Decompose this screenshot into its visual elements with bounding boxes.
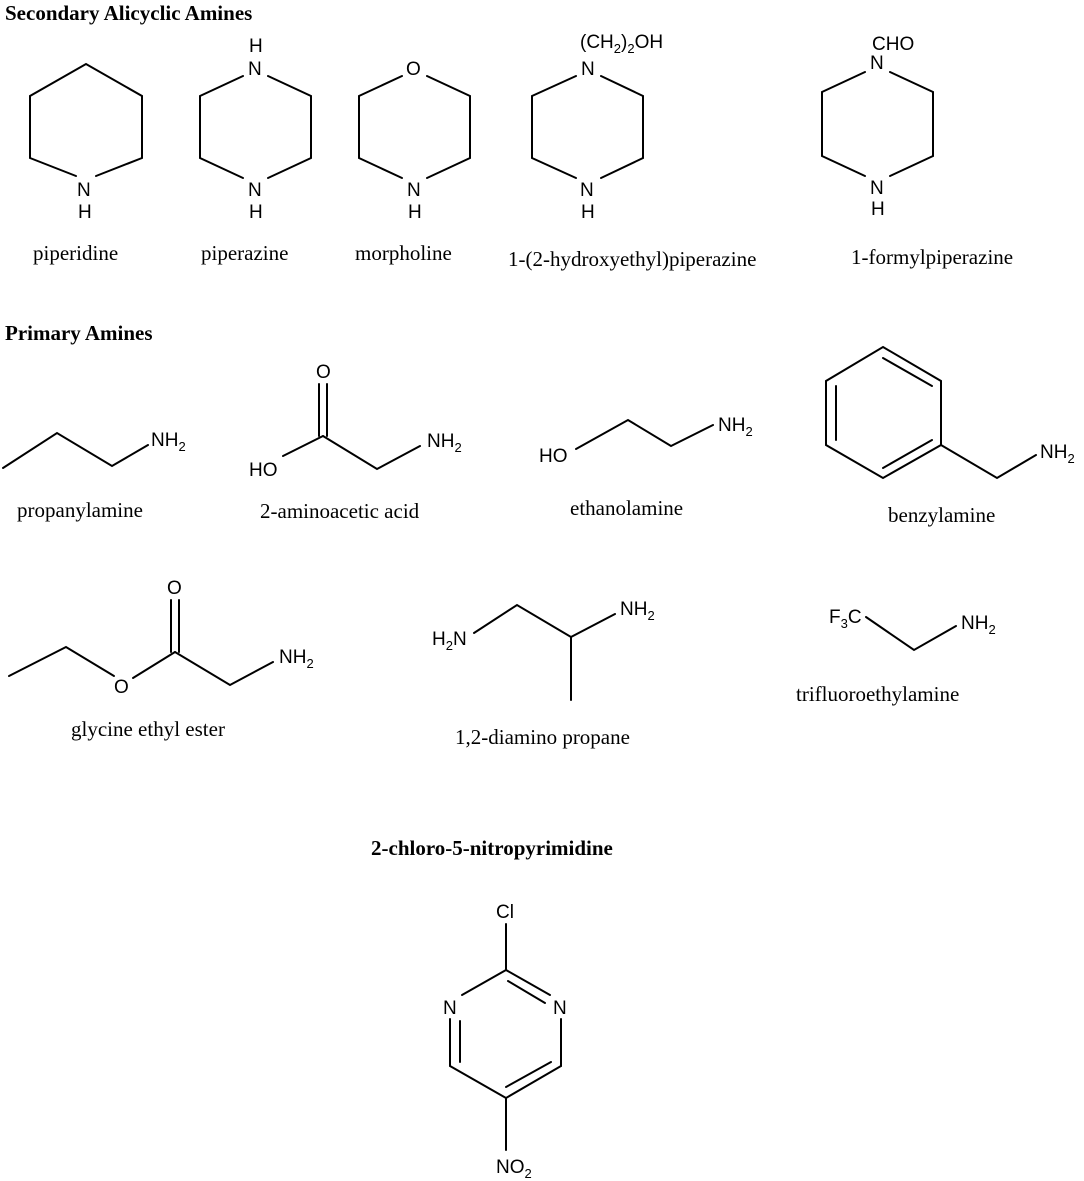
svg-text:NH2: NH2 <box>1040 442 1075 466</box>
svg-text:H: H <box>249 36 263 57</box>
svg-text:NH2: NH2 <box>151 430 186 454</box>
svg-text:CHO: CHO <box>872 34 914 55</box>
label-morpholine: morpholine <box>355 241 452 265</box>
svg-text:NH2: NH2 <box>961 613 996 637</box>
structure-propanylamine: NH2 <box>2 430 186 469</box>
svg-text:N: N <box>443 998 457 1019</box>
structure-benzylamine: NH2 <box>825 345 1075 480</box>
structure-piperidine: N H <box>29 62 143 223</box>
svg-text:NH2: NH2 <box>279 647 314 671</box>
label-piperidine: piperidine <box>33 241 118 265</box>
svg-text:Cl: Cl <box>496 902 514 923</box>
structure-diaminopropane: H2N NH2 <box>432 599 655 701</box>
svg-text:H: H <box>249 202 263 223</box>
structure-morpholine: O N H <box>358 59 471 223</box>
label-glycine-ethyl-ester: glycine ethyl ester <box>71 717 225 741</box>
structure-ethanolamine: HO NH2 <box>539 415 753 467</box>
svg-text:N: N <box>248 59 262 80</box>
structure-piperazine: H N N H <box>199 36 312 223</box>
svg-text:N: N <box>870 53 884 74</box>
svg-text:N: N <box>553 998 567 1019</box>
svg-text:(CH2)2OH: (CH2)2OH <box>580 32 663 56</box>
svg-text:H: H <box>581 202 595 223</box>
svg-text:O: O <box>316 362 331 383</box>
svg-text:H: H <box>78 202 92 223</box>
label-benzylamine: benzylamine <box>888 503 995 527</box>
svg-text:H: H <box>408 202 422 223</box>
svg-text:NH2: NH2 <box>718 415 753 439</box>
svg-text:NO2: NO2 <box>496 1157 532 1181</box>
svg-text:O: O <box>167 578 182 599</box>
structure-glycine-ethyl-ester: O O NH2 <box>8 578 314 698</box>
label-piperazine: piperazine <box>201 241 288 265</box>
label-aminoacetic-acid: 2-aminoacetic acid <box>260 499 420 523</box>
svg-text:O: O <box>114 677 129 698</box>
structure-chloronitropyrimidine: Cl N N NO2 <box>443 902 567 1181</box>
heading-primary-amines: Primary Amines <box>5 321 153 345</box>
label-propanylamine: propanylamine <box>17 498 143 522</box>
svg-text:N: N <box>870 178 884 199</box>
label-formylpiperazine: 1-formylpiperazine <box>851 245 1013 269</box>
structure-aminoacetic-acid: O HO NH2 <box>249 362 462 481</box>
heading-secondary-amines: Secondary Alicyclic Amines <box>5 1 252 25</box>
svg-text:N: N <box>248 180 262 201</box>
svg-text:NH2: NH2 <box>427 431 462 455</box>
svg-text:N: N <box>77 180 91 201</box>
label-diaminopropane: 1,2-diamino propane <box>455 725 630 749</box>
label-trifluoroethylamine: trifluoroethylamine <box>796 682 959 706</box>
svg-text:NH2: NH2 <box>620 599 655 623</box>
structure-formylpiperazine: CHO N N H <box>821 34 934 220</box>
svg-text:H2N: H2N <box>432 629 467 653</box>
svg-text:N: N <box>581 59 595 80</box>
svg-text:HO: HO <box>249 460 278 481</box>
svg-text:O: O <box>406 59 421 80</box>
svg-text:H: H <box>871 199 885 220</box>
svg-text:F3C: F3C <box>829 607 862 631</box>
label-hydroxyethylpiperazine: 1-(2-hydroxyethyl)piperazine <box>508 247 756 271</box>
svg-text:N: N <box>580 180 594 201</box>
label-ethanolamine: ethanolamine <box>570 496 683 520</box>
structure-trifluoroethylamine: F3C NH2 <box>829 607 996 652</box>
structure-hydroxyethylpiperazine: (CH2)2OH N N H <box>531 32 663 223</box>
heading-reagent: 2-chloro-5-nitropyrimidine <box>371 836 613 860</box>
svg-text:HO: HO <box>539 446 568 467</box>
svg-text:N: N <box>407 180 421 201</box>
